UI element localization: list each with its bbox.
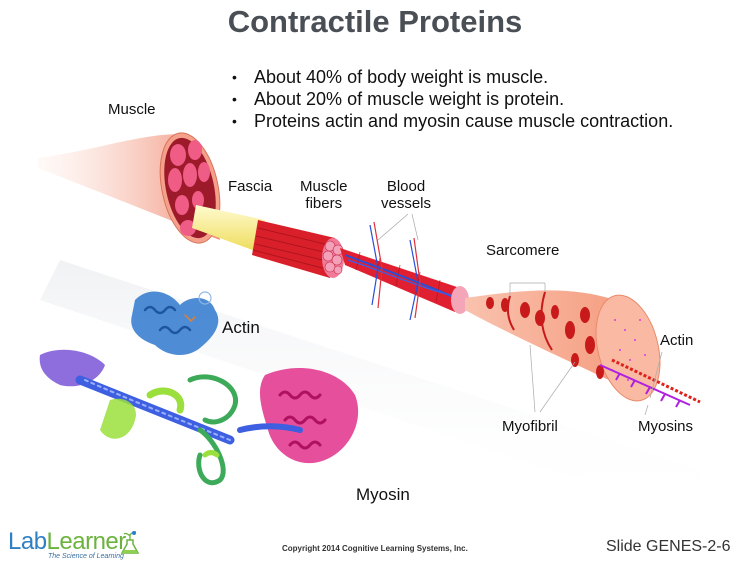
- bullet-item: •Proteins actin and myosin cause muscle …: [232, 111, 674, 131]
- label-actin-filament: Actin: [660, 332, 694, 349]
- copyright-text: Copyright 2014 Cognitive Learning System…: [282, 544, 468, 553]
- label-myosins: Myosins: [638, 418, 694, 435]
- label-actin-protein: Actin: [222, 318, 260, 337]
- logo-learner-text: Learner: [46, 528, 127, 555]
- bullet-item: •About 20% of muscle weight is protein.: [232, 89, 565, 109]
- label-sarcomere: Sarcomere: [486, 242, 560, 259]
- label-blood-vessels: Blood vessels: [381, 178, 432, 212]
- logo-lab-text: Lab: [8, 528, 47, 555]
- myofibril-graphic: [465, 282, 661, 413]
- label-muscle: Muscle: [108, 101, 156, 118]
- label-myofibril: Myofibril: [502, 418, 558, 435]
- label-myosin-protein: Myosin: [356, 485, 410, 504]
- bullet-list: •About 40% of body weight is muscle. •Ab…: [232, 66, 673, 132]
- slide-title: Contractile Proteins: [227, 4, 523, 39]
- logo-tagline: The Science of Learning: [48, 553, 124, 560]
- bullet-icon: •: [232, 69, 237, 85]
- fascia-graphic: [192, 205, 265, 252]
- slide-number: Slide GENES-2-6: [606, 538, 731, 555]
- bullet-icon: •: [232, 91, 237, 107]
- blood-vessels-graphic: [340, 213, 469, 321]
- bullet-icon: •: [232, 113, 237, 129]
- flask-sprout-icon: [120, 531, 140, 554]
- label-fascia: Fascia: [228, 178, 273, 195]
- lablearner-logo: LabLearner The Science of Learning: [8, 528, 140, 560]
- muscle-fibers-graphic: [252, 220, 344, 278]
- myosin-protein-structure: [39, 349, 359, 485]
- bullet-item: •About 40% of body weight is muscle.: [232, 67, 549, 87]
- label-muscle-fibers: Muscle fibers: [300, 178, 348, 212]
- actin-protein-structure: [131, 291, 219, 356]
- actin-myosin-filaments-graphic: [599, 351, 701, 416]
